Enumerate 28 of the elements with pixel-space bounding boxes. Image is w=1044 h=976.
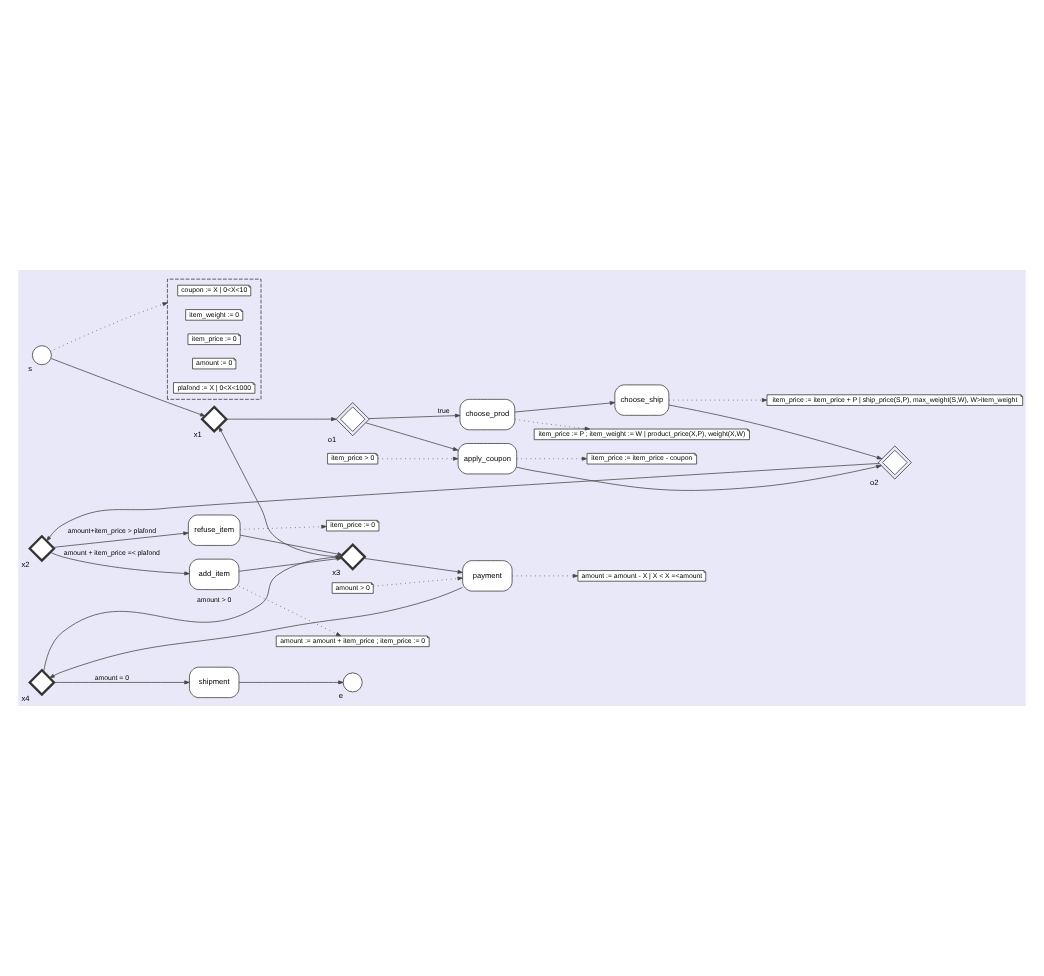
arrow [50, 552, 190, 576]
arrow [514, 401, 616, 413]
arrow [239, 534, 343, 557]
arrow [46, 463, 880, 542]
arrow [516, 456, 588, 461]
arrow [668, 398, 768, 403]
arrow [238, 680, 344, 685]
arrow [49, 587, 463, 679]
arrow [368, 413, 461, 419]
arrow [50, 358, 206, 417]
node-circle [342, 672, 363, 693]
arrow [363, 557, 463, 574]
arrow [50, 302, 168, 352]
arrow [365, 422, 459, 451]
arrow [512, 573, 579, 578]
arrow [514, 418, 590, 431]
arrow [377, 456, 459, 461]
arrow [239, 524, 327, 530]
arrow [52, 531, 189, 548]
arrow [373, 576, 463, 587]
arrow [53, 680, 190, 685]
arrow [218, 426, 341, 558]
node-circle [32, 345, 52, 366]
arrow [516, 464, 882, 491]
arrow [238, 585, 342, 637]
cluster [167, 278, 262, 400]
arrow [668, 404, 883, 460]
arrow [226, 417, 337, 422]
